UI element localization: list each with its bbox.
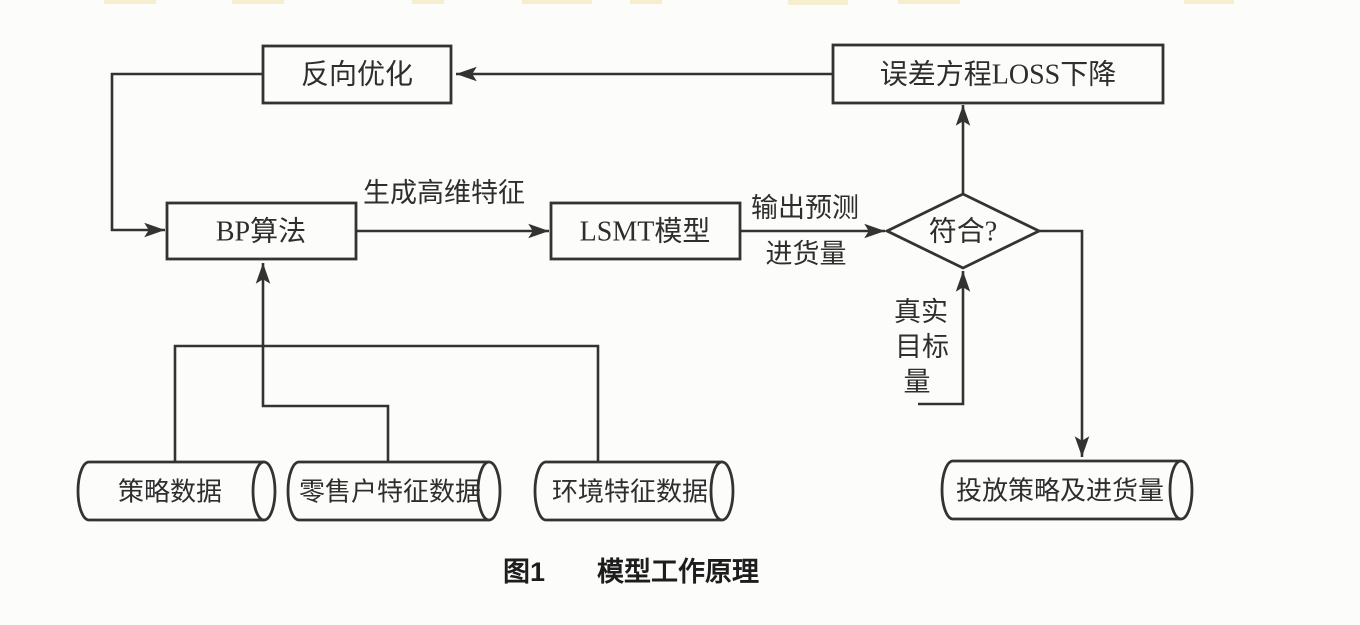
output-cylinder-cap <box>1168 459 1194 521</box>
strategy-cylinder-label: 策略数据 <box>118 478 222 507</box>
scan-artifacts <box>104 0 1234 5</box>
figure-caption: 图1 模型工作原理 <box>503 557 759 587</box>
label-generate-features: 生成高维特征 <box>363 178 525 208</box>
node-backprop-optimization: 反向优化 <box>261 44 453 105</box>
strategy-cylinder-body <box>76 460 264 522</box>
edge-target-to-decision <box>918 271 971 406</box>
edge-cylinders-to-bp <box>255 263 390 462</box>
node-lsmt-model: LSMT模型 <box>549 201 742 261</box>
backprop-box <box>261 44 453 105</box>
label-output-prediction-line1: 输出预测 <box>751 193 859 223</box>
output-cylinder-label: 投放策略及进货量 <box>956 477 1164 506</box>
env-cylinder-body <box>533 460 722 522</box>
node-retailer-feature-data-cylinder: 零售户特征数据 <box>286 460 502 522</box>
node-output-strategy-cylinder: 投放策略及进货量 <box>940 459 1194 521</box>
node-decision-match: 符合? <box>883 192 1043 270</box>
loss-box <box>831 43 1165 105</box>
env-cylinder-cap <box>709 460 735 522</box>
label-real-target-line3: 量 <box>904 367 931 397</box>
label-real-target-line2: 目标 <box>895 332 949 362</box>
lsmt-label: LSMT模型 <box>580 216 711 248</box>
output-cylinder-body <box>940 459 1181 521</box>
loss-label: 误差方程LOSS下降 <box>880 59 1116 91</box>
bp-box <box>165 201 358 261</box>
decision-diamond <box>883 192 1043 270</box>
connectors <box>110 66 1090 462</box>
retailer-cylinder-body <box>286 460 489 522</box>
env-cylinder-label: 环境特征数据 <box>552 478 708 507</box>
label-real-target-line1: 真实 <box>894 297 948 327</box>
retailer-cylinder-label: 零售户特征数据 <box>299 478 481 507</box>
edge-labels: 生成高维特征 输出预测 进货量 真实 目标 量 <box>363 178 949 397</box>
lsmt-box <box>549 201 742 261</box>
edge-backprop-to-bp <box>110 72 263 238</box>
figure-caption-number: 图1 <box>503 557 545 587</box>
node-strategy-data-cylinder: 策略数据 <box>76 460 277 522</box>
edge-cylinder-trunk <box>173 344 600 462</box>
strategy-cylinder-cap <box>251 460 277 522</box>
node-loss-decrease: 误差方程LOSS下降 <box>831 43 1165 105</box>
edge-decision-to-output <box>1039 229 1090 457</box>
backprop-label: 反向优化 <box>301 59 413 91</box>
node-bp-algorithm: BP算法 <box>165 201 358 261</box>
bp-label: BP算法 <box>216 216 306 248</box>
label-output-prediction-line2: 进货量 <box>766 239 847 269</box>
node-environment-feature-data-cylinder: 环境特征数据 <box>533 460 735 522</box>
figure-caption-title: 模型工作原理 <box>597 557 759 587</box>
decision-label: 符合? <box>929 216 997 248</box>
retailer-cylinder-cap <box>476 460 502 522</box>
